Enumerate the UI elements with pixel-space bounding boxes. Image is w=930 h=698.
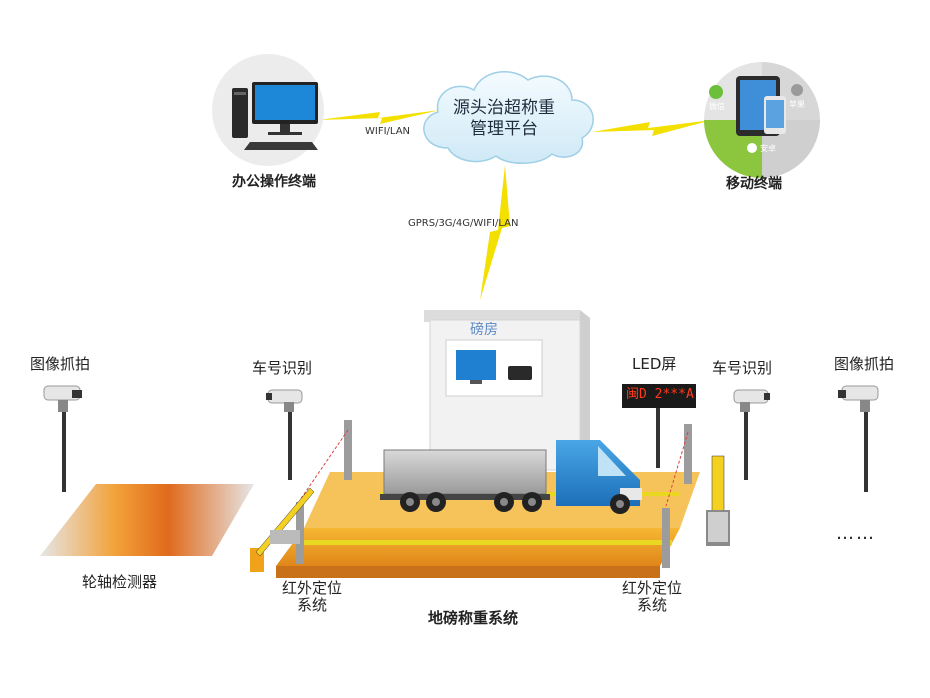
axle-detector-strip (40, 484, 254, 556)
android-icon (747, 143, 757, 153)
wechat-label: 微信 (709, 102, 725, 111)
camera-left-capture (43, 385, 82, 492)
ellipsis-text: …… (836, 523, 876, 544)
mobile-terminal-illustration (704, 62, 820, 178)
wechat-icon (709, 85, 723, 99)
left-plate-label: 车号识别 (252, 359, 313, 377)
left-capture-label: 图像抓拍 (30, 355, 91, 373)
cloud-line-1: 源头治超称重 (453, 98, 555, 118)
led-label: LED屏 (632, 355, 677, 373)
weigh-booth (424, 310, 590, 471)
cloud-line-2: 管理平台 (470, 119, 538, 140)
down-link-label: GPRS/3G/4G/WIFI/LAN (408, 218, 519, 229)
infrared-right-line-1: 红外定位 (621, 579, 682, 597)
led-screen (622, 384, 696, 468)
truck (380, 440, 642, 514)
infrared-right-line-2: 系统 (636, 596, 667, 615)
office-terminal-illustration (212, 54, 324, 166)
led-display-text: 闽D 2***A (626, 387, 694, 402)
keyboard-icon (244, 142, 318, 150)
camera-right-capture (838, 385, 879, 492)
infrared-left-line-2: 系统 (296, 596, 327, 615)
camera-icon (267, 389, 303, 404)
office-terminal-label: 办公操作终端 (232, 174, 316, 190)
camera-icon (733, 389, 769, 404)
barrier-gate-left (250, 487, 315, 572)
apple-icon (791, 84, 803, 96)
mobile-terminal-label: 移动终端 (726, 176, 782, 192)
camera-left-plate (266, 389, 303, 480)
cloud-platform-label: 源头治超称重 管理平台 (448, 98, 560, 141)
booth-device-icon (508, 366, 532, 380)
lightning-down-link (480, 165, 510, 300)
android-label: 安卓 (760, 144, 776, 153)
barrier-gate-right (706, 455, 730, 546)
scale-system-label: 地磅称重系统 (428, 609, 519, 627)
cloud-platform (423, 71, 594, 164)
infrared-right-label: 红外定位 系统 (612, 579, 692, 615)
infrared-left-label: 红外定位 系统 (272, 579, 352, 615)
right-plate-label: 车号识别 (712, 359, 773, 377)
booth-monitor-icon (456, 350, 496, 380)
right-capture-label: 图像抓拍 (834, 355, 895, 373)
lightning-mobile-link (592, 120, 712, 136)
camera-icon (841, 385, 879, 401)
office-link-label: WIFI/LAN (365, 126, 411, 137)
lightning-office-link (318, 110, 440, 124)
camera-right-plate (733, 389, 770, 480)
axle-detector-label: 轮轴检测器 (82, 573, 158, 591)
infrared-left-line-1: 红外定位 (281, 579, 342, 597)
booth-label: 磅房 (470, 322, 498, 338)
pc-tower-icon (232, 88, 248, 138)
infrared-post-right (662, 424, 692, 568)
apple-label: 苹果 (789, 100, 805, 109)
